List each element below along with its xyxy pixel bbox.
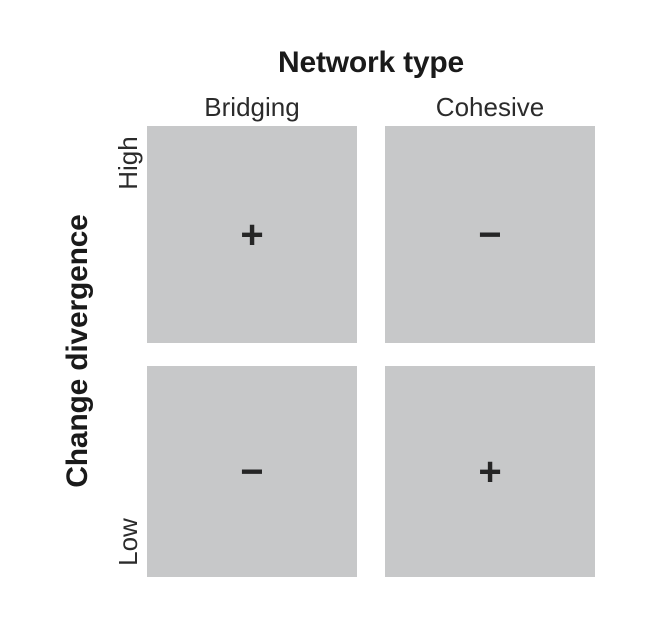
x-axis-group-title: Network type (278, 46, 464, 79)
x-axis-tick-label-cohesive: Cohesive (435, 92, 545, 122)
cell-sign-high-cohesive: − (478, 212, 502, 257)
y-axis-tick-label-low: Low (113, 518, 143, 566)
matrix-cell-low-cohesive: + (385, 366, 595, 577)
cell-sign-low-bridging: − (240, 449, 264, 494)
matrix-cell-high-cohesive: − (385, 126, 595, 343)
y-axis-group-title: Change divergence (61, 214, 94, 488)
x-axis-tick-label-bridging: Bridging (204, 92, 300, 122)
cell-sign-low-cohesive: + (478, 449, 502, 494)
y-axis-tick-label-high: High (113, 136, 143, 190)
matrix-cell-low-bridging: − (147, 366, 357, 577)
cell-sign-high-bridging: + (240, 212, 264, 257)
matrix-cell-high-bridging: + (147, 126, 357, 343)
